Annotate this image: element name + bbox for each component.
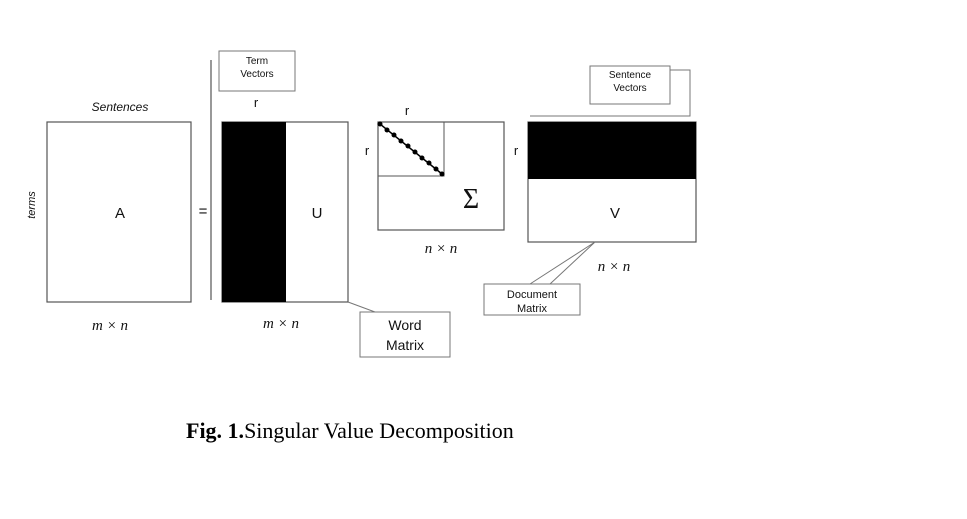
sigma-diagonal-dots xyxy=(377,121,445,177)
word-matrix-pointer xyxy=(347,301,376,313)
sigma-rank-left: r xyxy=(365,143,370,158)
sentence-vectors-callout xyxy=(589,65,671,105)
matrix-u-filled-columns xyxy=(222,122,286,302)
matrix-v-dims: n × n xyxy=(598,259,631,275)
document-matrix-line1: Document xyxy=(507,289,557,301)
word-matrix-callout xyxy=(359,311,451,358)
sigma-dot xyxy=(377,121,383,127)
word-matrix-line1: Word xyxy=(388,317,421,333)
sentence-vectors-line1: Sentence xyxy=(609,70,652,81)
sentences-label: Sentences xyxy=(92,100,149,114)
sigma-dot xyxy=(439,171,445,177)
matrix-v-filled-rows xyxy=(528,122,696,179)
matrix-a-label: A xyxy=(115,205,125,222)
matrix-u-label: U xyxy=(312,205,323,222)
term-vectors-line2: Vectors xyxy=(240,69,273,80)
sentence-vectors-pointer xyxy=(530,69,691,117)
sigma-dot xyxy=(405,143,411,149)
document-matrix-line2: Matrix xyxy=(517,303,547,315)
document-matrix-pointer xyxy=(529,241,596,285)
sigma-rank-top: r xyxy=(405,103,410,118)
terms-label: terms xyxy=(26,191,38,219)
matrix-a-dims: m × n xyxy=(92,318,128,334)
sigma-dot xyxy=(398,138,404,144)
sigma-dot xyxy=(426,160,432,166)
figure-number: Fig. 1. xyxy=(186,418,245,443)
sigma-dot xyxy=(391,132,397,138)
matrix-v-label: V xyxy=(610,205,620,222)
sigma-diagonal-line xyxy=(379,123,443,175)
sigma-dot xyxy=(412,149,418,155)
sigma-symbol: Σ xyxy=(463,184,479,215)
u-rank-label: r xyxy=(254,95,259,110)
figure-caption-text: Singular Value Decomposition xyxy=(244,418,514,443)
figure-caption: Fig. 1.Singular Value Decomposition xyxy=(186,418,514,444)
sigma-rank-block xyxy=(377,121,445,177)
v-rank-left: r xyxy=(514,143,519,158)
term-vectors-line1: Term xyxy=(246,56,268,67)
sigma-dot xyxy=(419,155,425,161)
matrix-u-dims: m × n xyxy=(263,316,299,332)
sigma-dot xyxy=(433,166,439,172)
equals-sign: = xyxy=(199,203,208,220)
matrix-a-box xyxy=(46,121,192,303)
sentence-vectors-line2: Vectors xyxy=(613,83,646,94)
matrix-sigma-dims: n × n xyxy=(425,241,458,257)
document-matrix-callout xyxy=(483,283,581,316)
sigma-dot xyxy=(384,127,390,133)
term-vectors-callout xyxy=(218,50,296,92)
word-matrix-line2: Matrix xyxy=(386,337,424,353)
